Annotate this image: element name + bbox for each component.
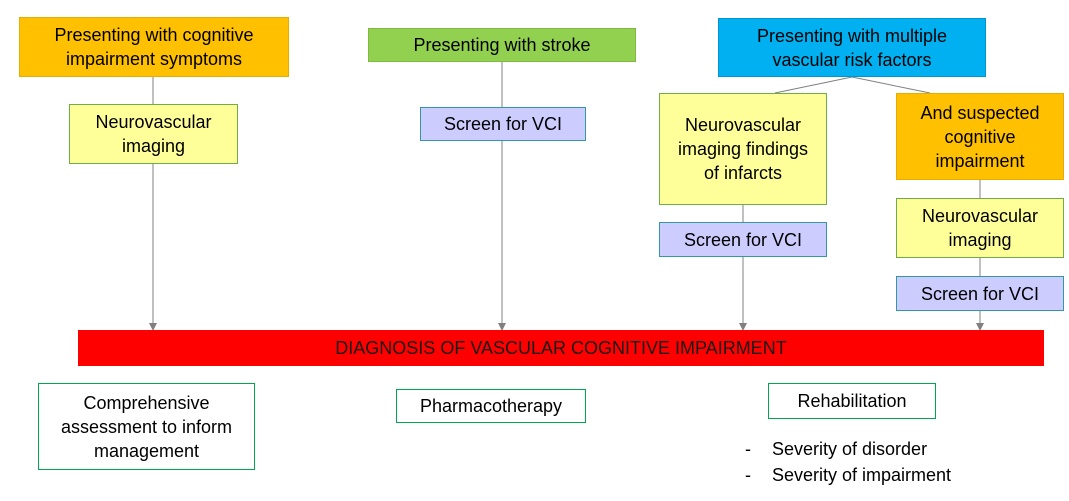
box-screen-col4: Screen for VCI — [896, 276, 1064, 311]
box-imaging-col4-text: Neurovascular imaging — [921, 206, 1039, 250]
box-stroke: Presenting with stroke — [368, 28, 636, 62]
box-imaging-findings: Neurovascular imaging findings of infarc… — [659, 93, 827, 205]
box-risk-factors-text: Presenting with multiple vascular risk f… — [756, 25, 948, 70]
box-comprehensive-assessment: Comprehensive assessment to inform manag… — [38, 383, 255, 470]
diagnosis-banner: DIAGNOSIS OF VASCULAR COGNITIVE IMPAIRME… — [78, 330, 1044, 366]
box-suspected-impairment: And suspected cognitive impairment — [896, 93, 1064, 180]
box-cognitive-symptoms-text: Presenting with cognitive impairment sym… — [54, 25, 254, 69]
bullet-dash: - — [745, 439, 751, 459]
connector-risk-to-findings — [774, 76, 853, 94]
box-rehabilitation-text: Rehabilitation — [797, 391, 907, 411]
list-item: - Severity of disorder — [745, 436, 951, 462]
box-imaging-col4: Neurovascular imaging — [896, 198, 1064, 258]
box-rehabilitation: Rehabilitation — [768, 383, 936, 419]
box-pharmacotherapy: Pharmacotherapy — [396, 389, 586, 423]
box-comprehensive-assessment-text: Comprehensive assessment to inform manag… — [60, 392, 233, 461]
box-imaging-col1: Neurovascular imaging — [69, 104, 238, 164]
diagnosis-banner-text: DIAGNOSIS OF VASCULAR COGNITIVE IMPAIRME… — [335, 338, 787, 358]
bullet-dash: - — [745, 465, 751, 485]
box-screen-col2-text: Screen for VCI — [443, 114, 563, 134]
connector-risk-to-suspected — [851, 76, 931, 94]
box-screen-col3: Screen for VCI — [659, 222, 827, 257]
list-item-text: Severity of disorder — [772, 439, 928, 459]
box-risk-factors: Presenting with multiple vascular risk f… — [718, 18, 986, 77]
box-screen-col4-text: Screen for VCI — [920, 283, 1040, 304]
rehabilitation-criteria-list: - Severity of disorder - Severity of imp… — [745, 436, 951, 488]
box-stroke-text: Presenting with stroke — [413, 35, 591, 55]
box-imaging-col1-text: Neurovascular imaging — [95, 112, 212, 156]
list-item-text: Severity of impairment — [772, 465, 952, 485]
list-item: - Severity of impairment — [745, 462, 951, 488]
box-suspected-impairment-text: And suspected cognitive impairment — [920, 102, 1040, 171]
box-imaging-findings-text: Neurovascular imaging findings of infarc… — [677, 115, 809, 183]
box-cognitive-symptoms: Presenting with cognitive impairment sym… — [19, 17, 289, 77]
box-pharmacotherapy-text: Pharmacotherapy — [419, 396, 563, 416]
box-screen-col2: Screen for VCI — [420, 107, 586, 141]
box-screen-col3-text: Screen for VCI — [683, 229, 803, 250]
